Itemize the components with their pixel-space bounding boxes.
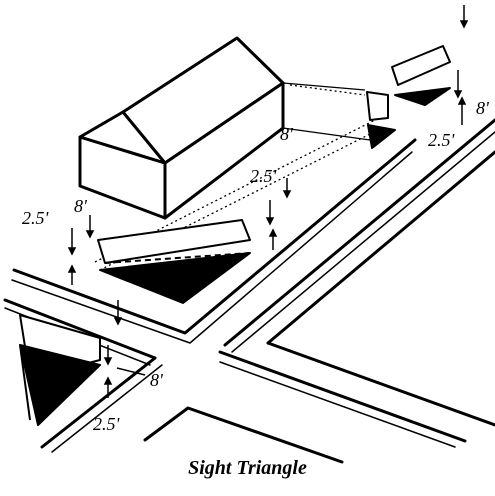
curb-upper-left (12, 138, 417, 335)
label-upper-right-8ft: 8' (476, 98, 490, 118)
street-edge-main (223, 118, 495, 347)
triangle-box-upper-right-2 (366, 91, 389, 121)
sight-triangle-upper-left (97, 219, 251, 304)
curb-upper-left-inner (11, 151, 413, 344)
label-lower-left-8ft: 8' (150, 370, 164, 390)
curb-lower-right (266, 150, 495, 345)
triangle-box-upper-left (97, 219, 251, 264)
label-upper-right-2-5ft: 2.5' (428, 130, 456, 150)
curb-lower-right-corner (266, 341, 495, 427)
triangle-shadow-upper-right (394, 87, 451, 106)
sight-triangle-upper-right (366, 45, 451, 149)
sight-triangle-lower-left (19, 314, 101, 426)
house (78, 36, 285, 220)
triangle-box-upper-right (391, 45, 451, 86)
curb-lower-right-bottom-inner (219, 361, 456, 448)
triangle-shadow-upper-left (99, 252, 251, 304)
street-edge-main-inner (231, 131, 495, 353)
label-lower-left-2-5ft: 2.5' (93, 414, 121, 434)
triangle-shadow-upper-right-2 (367, 124, 396, 149)
figure-caption: Sight Triangle (188, 457, 307, 479)
label-upper-left-8ft: 8' (74, 196, 88, 216)
curb-lower-right-bottom (218, 350, 467, 443)
curb-lower-left-diag-inner (51, 364, 163, 453)
label-upper-mid-2-5ft: 2.5' (250, 166, 278, 186)
label-upper-left-2-5ft: 2.5' (22, 208, 50, 228)
label-upper-mid-8ft: 8' (280, 124, 294, 144)
dimension-arrows (67, 5, 469, 398)
sight-connect (282, 82, 371, 141)
triangle-shadow-lower-left (19, 344, 101, 426)
curb-bottom-block (143, 406, 344, 464)
curb-lower-left (3, 298, 157, 360)
